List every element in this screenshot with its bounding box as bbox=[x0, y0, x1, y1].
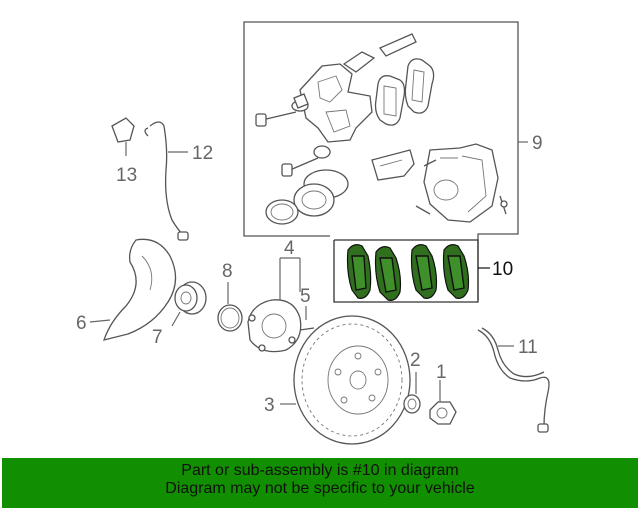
callout-2: 2 bbox=[410, 350, 421, 371]
callout-11: 11 bbox=[518, 337, 538, 358]
abs-sensor-group bbox=[111, 117, 189, 241]
hub-bearing bbox=[171, 281, 207, 327]
wheel-hub bbox=[247, 257, 315, 353]
callout-10: 10 bbox=[492, 259, 513, 280]
brake-hose bbox=[477, 327, 550, 433]
brake-pad-2 bbox=[374, 246, 402, 301]
brake-pads-highlight bbox=[333, 239, 479, 303]
diagram-notice-banner: Part or sub-assembly is #10 in diagram D… bbox=[2, 458, 638, 508]
callout-8: 8 bbox=[222, 261, 233, 282]
callout-6: 6 bbox=[76, 313, 87, 334]
brake-parts-diagram: 1 2 3 4 5 6 7 8 9 10 11 12 13 bbox=[76, 21, 550, 445]
callout-12: 12 bbox=[192, 143, 213, 164]
callout-5: 5 bbox=[300, 286, 311, 307]
brake-pad-3 bbox=[410, 244, 438, 299]
brake-rotor bbox=[280, 315, 411, 445]
callout-4: 4 bbox=[284, 238, 295, 259]
callout-9: 9 bbox=[532, 133, 543, 154]
dust-shield bbox=[89, 238, 177, 341]
banner-line-1: Part or sub-assembly is #10 in diagram bbox=[181, 462, 459, 479]
callout-13: 13 bbox=[116, 165, 137, 186]
callout-1: 1 bbox=[436, 362, 447, 383]
snap-ring bbox=[217, 282, 243, 332]
caliper-assembly-group bbox=[243, 21, 519, 300]
callout-7: 7 bbox=[152, 327, 163, 348]
brake-pad-1 bbox=[346, 244, 372, 299]
brake-pad-4 bbox=[442, 244, 470, 299]
callout-3: 3 bbox=[264, 395, 275, 416]
banner-line-2: Diagram may not be specific to your vehi… bbox=[165, 480, 475, 497]
washer-and-nut bbox=[403, 372, 457, 425]
